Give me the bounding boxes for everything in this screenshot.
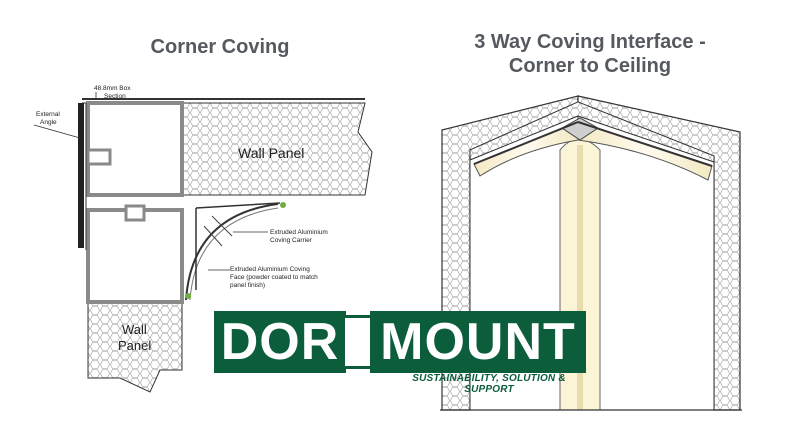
wall-panel-bottom-label: Wall (122, 322, 147, 337)
seal-bottom (185, 293, 191, 299)
title-line-2: Corner to Ceiling (508, 55, 672, 77)
box-notch-upper (86, 148, 112, 166)
coving-face-curve (185, 203, 279, 301)
logo-right-word: MOUNT (370, 311, 586, 373)
corner-coving-title: Corner Coving (150, 36, 290, 58)
box-section-lower (86, 208, 184, 304)
face-label-2: Face (powder coated to match (230, 274, 318, 281)
logo-left-word: DOR (214, 311, 346, 373)
logo-tagline: SUSTAINABILITY, SOLUTION & SUPPORT (412, 373, 566, 395)
face-label-3: panel finish) (230, 282, 265, 289)
carrier-label: Extruded Aluminium (270, 229, 328, 236)
external-angle-label-2: Angle (40, 119, 57, 126)
corner-coving-section: 48.8mm Box Section External Angle Wall P… (33, 85, 373, 393)
wall-panel-top-label: Wall Panel (238, 145, 304, 161)
seal-top (280, 202, 286, 208)
coving-carrier-top (195, 202, 281, 209)
face-label: Extruded Aluminium Coving (230, 266, 310, 273)
carrier-label-2: Coving Carrier (270, 237, 313, 244)
external-angle-label: External (36, 111, 60, 118)
three-way-coving-title: 3 Way Coving Interface - Corner to Ceili… (430, 30, 750, 78)
box-section-label: 48.8mm Box (94, 85, 131, 92)
box-notch-lower (124, 204, 146, 222)
box-section-label-2: Section (104, 93, 126, 100)
right-ceiling-cove (577, 121, 713, 181)
wall-panel-bottom-label-2: Panel (118, 338, 151, 353)
title-line-1: 3 Way Coving Interface - (474, 31, 706, 53)
dormount-logo: DOR MOUNT SUSTAINABILITY, SOLUTION & SUP… (214, 311, 586, 395)
external-angle-strip (78, 103, 84, 248)
